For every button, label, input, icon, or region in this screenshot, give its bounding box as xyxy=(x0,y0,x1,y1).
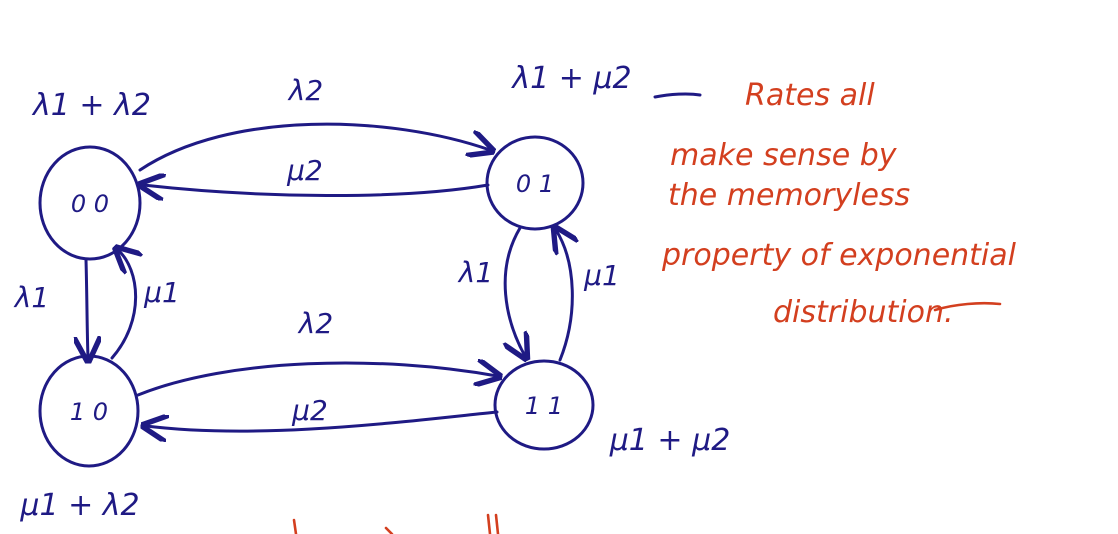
state-00-label: 0 0 xyxy=(71,190,109,218)
arrow-10-to-11 xyxy=(136,363,497,397)
edge-label-00-01: λ2 xyxy=(287,74,323,107)
note-line-1: Rates all xyxy=(745,78,875,113)
rate-01-pointer xyxy=(653,92,702,99)
edge-label-01-11: λ1 xyxy=(457,256,493,289)
arrow-11-to-01 xyxy=(556,230,572,362)
edge-label-11-01: μ1 xyxy=(583,259,620,292)
state-01: 0 1 xyxy=(485,135,585,231)
rate-label-10: μ1 + λ2 xyxy=(19,488,139,523)
arrow-10-to-00 xyxy=(112,250,136,360)
rate-label-00: λ1 + λ2 xyxy=(31,88,151,123)
note-line-5: distribution. xyxy=(773,295,954,330)
note-line-2: make sense by xyxy=(670,138,898,173)
edge-label-10-11: λ2 xyxy=(297,307,333,340)
arrow-00-to-01 xyxy=(138,122,490,172)
edge-label-00-10: λ1 xyxy=(13,281,49,314)
arrow-01-to-00 xyxy=(143,185,490,196)
edge-label-10-00: μ1 xyxy=(143,276,180,309)
state-11: 1 1 xyxy=(493,359,595,451)
state-11-label: 1 1 xyxy=(525,392,563,420)
state-10-label: 1 0 xyxy=(70,398,108,426)
arrow-11-to-10 xyxy=(146,410,499,431)
note-underline xyxy=(933,301,1002,312)
state-10: 1 0 xyxy=(38,354,140,468)
note-line-3: the memoryless xyxy=(668,178,910,213)
edge-label-11-10: μ2 xyxy=(291,394,328,427)
rate-label-01: λ1 + μ2 xyxy=(510,61,631,96)
rate-label-11: μ1 + μ2 xyxy=(609,423,731,458)
edge-label-01-00: μ2 xyxy=(286,154,323,187)
state-00: 0 0 xyxy=(38,145,142,261)
note-line-4: property of exponential xyxy=(661,238,1017,273)
partial-bottom-strokes xyxy=(292,513,500,534)
arrow-00-to-10 xyxy=(86,258,88,358)
arrow-01-to-11 xyxy=(505,226,525,356)
note: Rates all make sense by the memoryless p… xyxy=(661,78,1017,330)
state-01-label: 0 1 xyxy=(516,170,554,198)
